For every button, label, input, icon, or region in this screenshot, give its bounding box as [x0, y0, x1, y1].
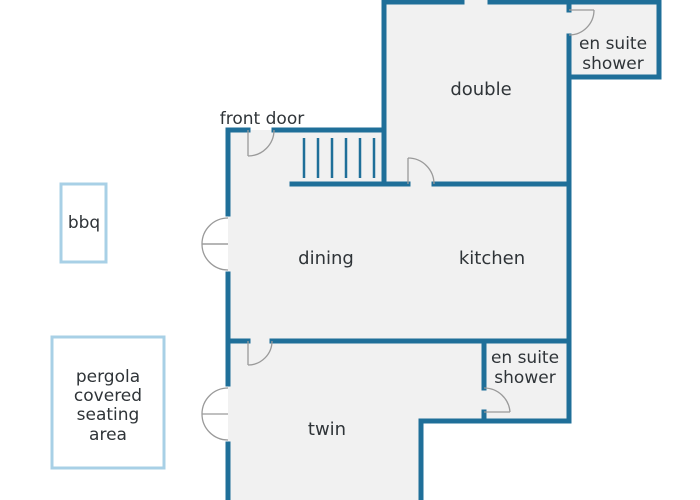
dining-french-doors — [201, 217, 229, 271]
en-suite-top-floor — [569, 0, 659, 77]
ensuite-top-door-swing — [568, 9, 595, 36]
pergola-label-2: covered — [74, 386, 142, 406]
double-label: double — [450, 79, 511, 100]
twin-french-doors — [201, 387, 229, 441]
doors — [201, 9, 595, 441]
twin-floor-lower — [228, 421, 421, 500]
staircase — [296, 138, 384, 186]
twin-floor — [228, 341, 568, 421]
bbq-outline — [59, 182, 108, 264]
front-door-swing — [247, 129, 275, 157]
en-suite-bottom-label-1: en suite — [491, 348, 559, 368]
pergola-label-3: seating — [77, 405, 140, 425]
twin-door-swing — [247, 340, 273, 366]
pergola-label-1: pergola — [76, 367, 140, 387]
pergola-label-4: area — [89, 425, 127, 445]
front-door-label: front door — [220, 109, 304, 129]
twin-label: twin — [308, 419, 346, 440]
double-floor — [384, 0, 569, 184]
hall-floor — [228, 130, 384, 184]
dining-kitchen-floor — [228, 184, 568, 341]
ensuite-bottom-door-swing — [483, 387, 511, 413]
labels: front door double en suite shower bbq di… — [68, 34, 647, 445]
double-door-swing — [407, 157, 435, 185]
pergola-outline — [50, 335, 166, 470]
dining-label: dining — [298, 248, 354, 269]
floor-areas — [228, 0, 659, 500]
bbq-label: bbq — [68, 213, 100, 233]
en-suite-top-label-1: en suite — [579, 34, 647, 54]
en-suite-top-label-2: shower — [582, 54, 643, 74]
en-suite-bottom-label-2: shower — [494, 368, 555, 388]
kitchen-label: kitchen — [459, 248, 525, 269]
outdoor-features — [50, 182, 166, 470]
